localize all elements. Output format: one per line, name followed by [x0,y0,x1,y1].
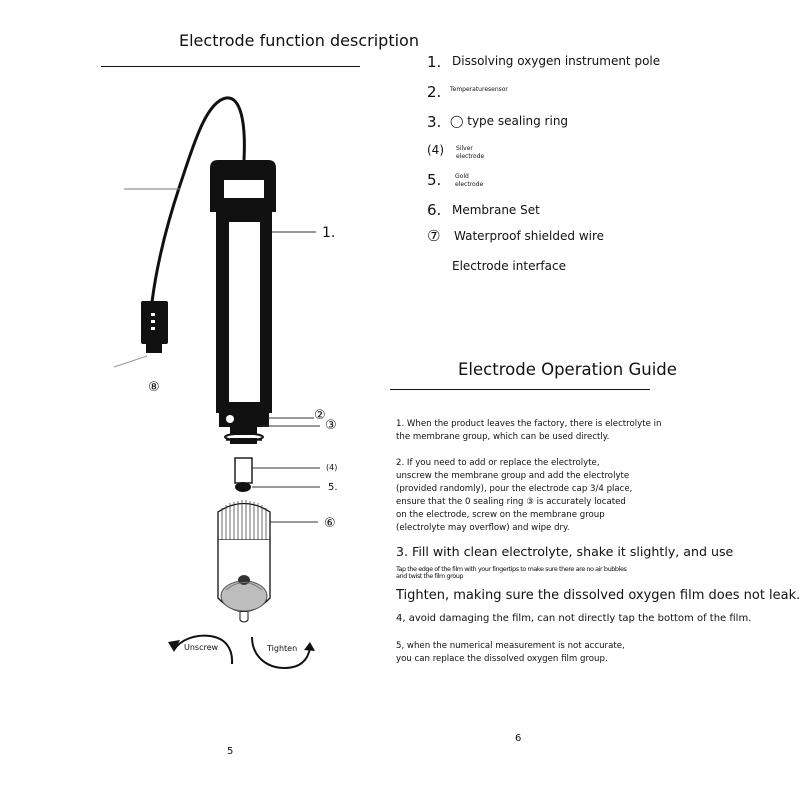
guide-step-1-line: the membrane group, which can be used di… [396,432,610,442]
guide-step-3-note: Tap the edge of the film with your finge… [396,565,627,580]
page-number-left: 5 [227,746,234,757]
guide-step-2-line: (provided randomly), pour the electrode … [396,484,633,494]
legend-num-5: 5. [427,171,442,189]
legend-num-3: 3. [427,113,442,131]
callout-1: 1. [322,225,336,241]
guide-step-2-line: (electrolyte may overflow) and wipe dry. [396,523,570,533]
callout-2: ② [314,408,326,423]
temperature-sensor [226,415,234,423]
guide-step-5-line: you can replace the dissolved oxygen fil… [396,654,608,664]
guide-step-2-line: ensure that the 0 sealing ring ③ is accu… [396,497,626,507]
legend-num-1: 1. [427,53,442,71]
electrode-diagram [113,96,320,670]
legend-text-6: Membrane Set [452,203,540,217]
callout-5: 5. [328,482,338,493]
guide-step-1-line: 1. When the product leaves the factory, … [396,419,662,429]
unscrew-label: Unscrew [184,643,219,652]
legend-text-5b: electrode [455,181,484,188]
legend-num-4: (4) [427,143,444,157]
legend-num-7: ⑦ [427,227,441,245]
legend-text-4b: electrode [456,153,485,160]
silver-electrode [234,457,253,484]
callout-6: ⑥ [324,516,336,531]
guide-step-1: 1. When the product leaves the factory, … [396,418,661,444]
unscrew-arrow [173,634,234,665]
guide-step-5-line: 5, when the numerical measurement is not… [396,641,625,651]
guide-step-3: 3. Fill with clean electrolyte, shake it… [396,544,734,559]
page-number-right: 6 [515,733,522,744]
legend-text-1: Dissolving oxygen instrument pole [452,54,661,68]
guide-step-2-line: unscrew the membrane group and add the e… [396,471,630,481]
guide-step-3-note-line: Tap the edge of the film with your finge… [396,565,627,573]
guide-step-4: 4, avoid damaging the film, can not dire… [396,613,752,624]
guide-step-2: 2. If you need to add or replace the ele… [396,457,632,535]
legend-num-6: 6. [427,201,442,219]
legend-text-3: ◯ type sealing ring [450,114,569,128]
legend-text-7: Waterproof shielded wire [454,229,605,243]
legend-num-2: 2. [427,83,442,101]
tighten-label: Tighten [267,644,298,653]
membrane-set [217,500,271,623]
legend-text-4a: Silver [456,145,473,152]
callout-3: ③ [325,418,337,433]
legend-text-5a: Gold [455,173,469,180]
callout-8: ⑧ [148,380,160,395]
guide-step-2-line: on the electrode, screw on the membrane … [396,510,605,520]
guide-step-5: 5, when the numerical measurement is not… [396,640,625,666]
operation-guide-title: Electrode Operation Guide [458,360,677,379]
callout-4: (4) [326,463,338,472]
tighten-arrow [251,636,311,670]
guide-step-2-line: 2. If you need to add or replace the ele… [396,458,600,468]
legend-text-8: Electrode interface [452,259,566,273]
function-description-rule [101,66,360,67]
function-description-title: Electrode function description [179,31,419,50]
guide-step-3-note-line: and twist the film group [396,572,464,580]
gold-electrode [235,482,251,492]
guide-step-3-tighten: Tighten, making sure the dissolved oxyge… [396,588,800,603]
legend-text-2: Temperaturesensor [450,86,508,93]
operation-guide-rule [390,389,650,390]
shielded-cable [150,96,246,303]
